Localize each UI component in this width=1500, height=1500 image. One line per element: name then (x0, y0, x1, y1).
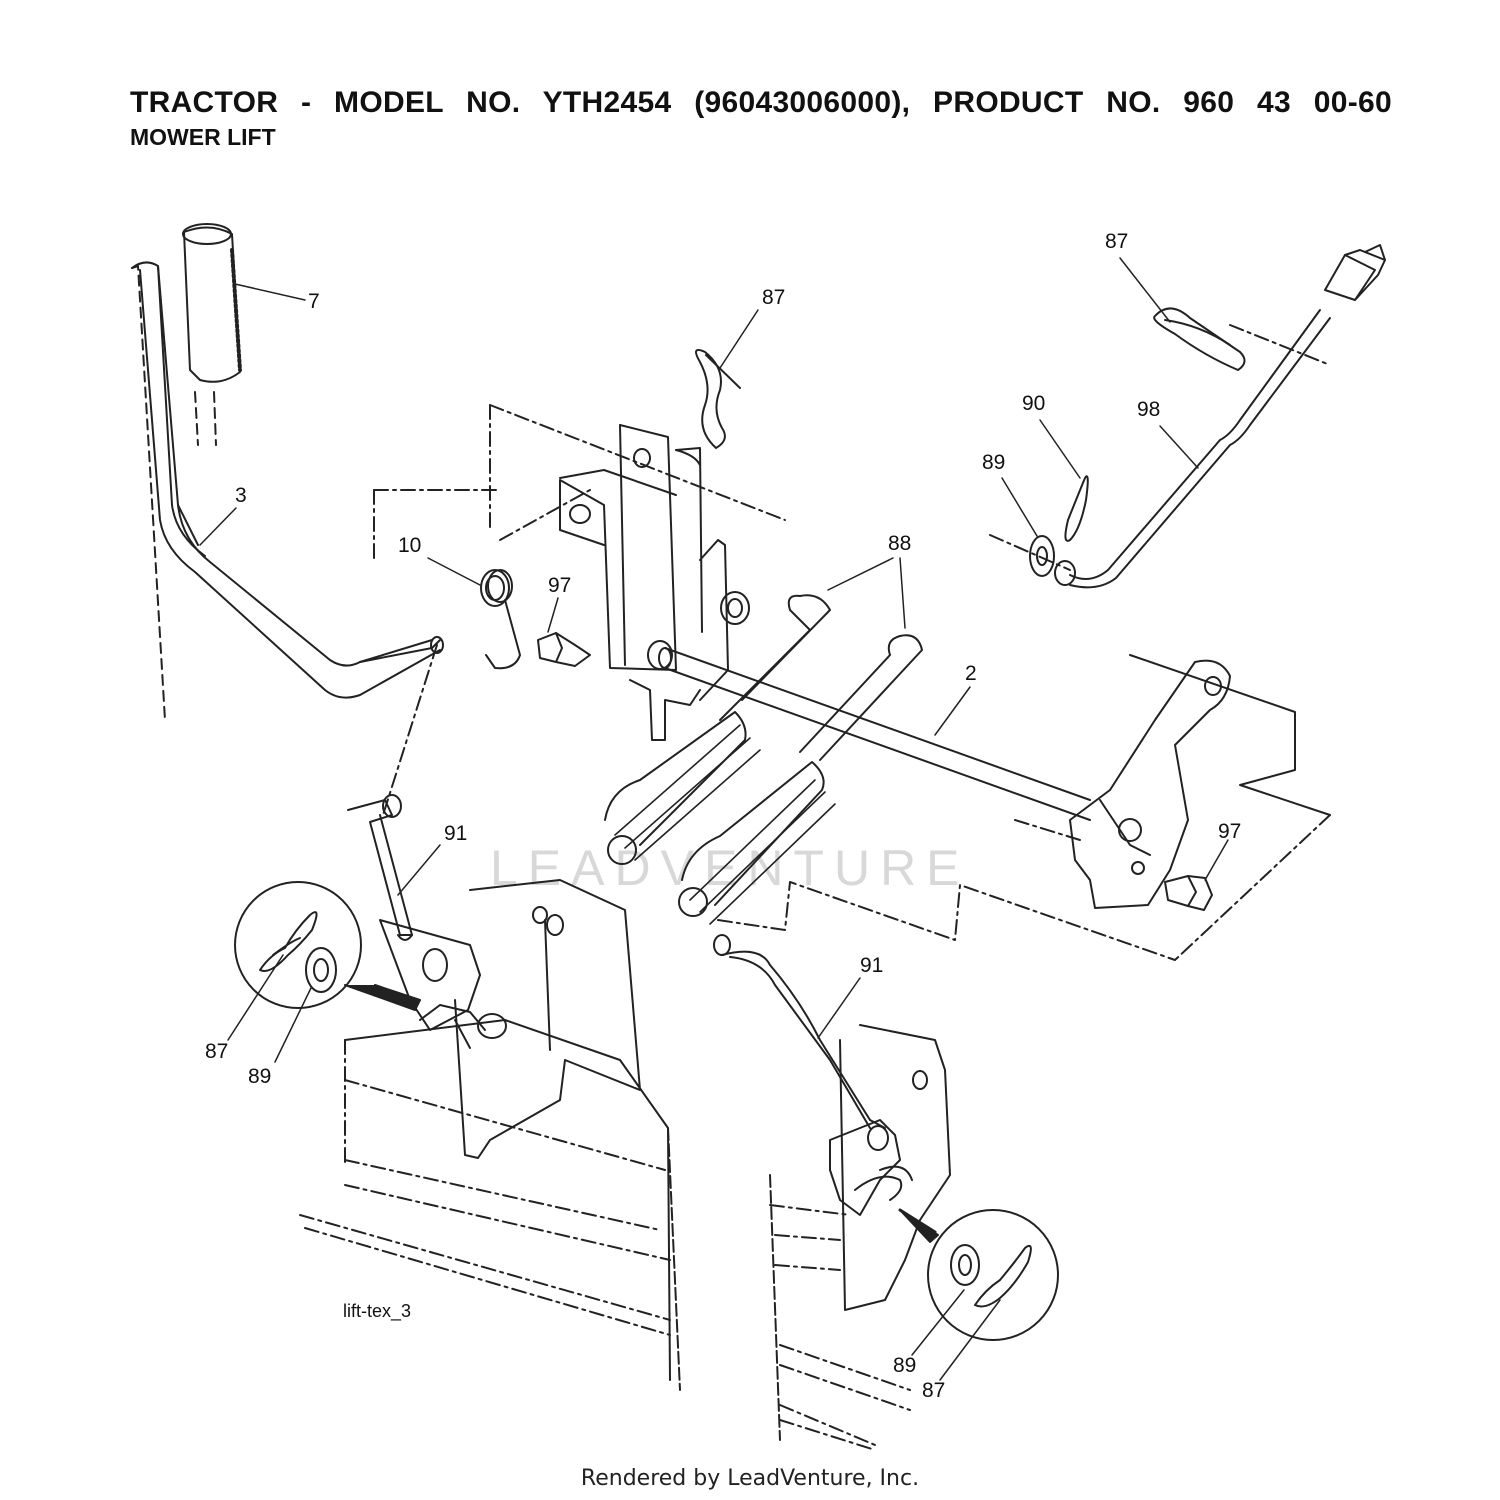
footer-credit: Rendered by LeadVenture, Inc. (580, 1466, 920, 1491)
hairpin-clip-part-87-top-center (695, 349, 741, 449)
callout-7: 7 (308, 290, 320, 313)
washer-part-89-top (1029, 535, 1055, 577)
detail-circle-right (898, 1208, 1059, 1341)
callout-87-left-detail: 87 (205, 1040, 228, 1063)
callout-87-top-right: 87 (1105, 230, 1128, 253)
callout-89-right-detail: 89 (893, 1354, 916, 1377)
break-line (717, 881, 1176, 961)
leader-lines (199, 257, 1229, 1381)
rod-part-98 (1054, 244, 1386, 589)
lift-link-part-91-left (347, 794, 507, 1049)
callout-2: 2 (965, 662, 977, 685)
detail-circle-left (234, 881, 421, 1011)
centerline (382, 644, 438, 816)
hairpin-clip-part-87-top-right (1153, 307, 1246, 371)
deck-bracket-right (769, 1024, 951, 1451)
callout-98: 98 (1137, 398, 1160, 421)
callout-87-right-detail: 87 (922, 1379, 945, 1402)
lift-shaft-part-2 (658, 647, 1091, 821)
page-title: TRACTOR - MODEL NO. YTH2454 (96043006000… (130, 86, 1392, 119)
callout-10: 10 (398, 534, 421, 557)
callout-89-top: 89 (982, 451, 1005, 474)
deck-bracket-left (299, 879, 681, 1391)
pivot-arm-bracket (1014, 654, 1331, 961)
callout-88: 88 (888, 532, 911, 555)
grip-part-7 (182, 223, 242, 446)
callout-97-right: 97 (1218, 820, 1241, 843)
bolt-part-97-right (1164, 875, 1213, 911)
extension-springs-part-88 (604, 594, 923, 925)
mounting-bracket (489, 404, 786, 741)
callout-labels: 7 3 10 97 87 88 2 87 90 89 98 97 91 87 8… (205, 230, 1241, 1402)
reference-code: lift-tex_3 (343, 1301, 411, 1322)
lift-link-part-91-right (713, 934, 913, 1216)
callout-87-top-center: 87 (762, 286, 785, 309)
clip-part-90 (1064, 475, 1089, 542)
callout-3: 3 (235, 484, 247, 507)
callout-91-right: 91 (860, 954, 883, 977)
callout-91-left: 91 (444, 822, 467, 845)
torsion-spring-part-10 (480, 569, 521, 670)
callout-97-left: 97 (548, 574, 571, 597)
callout-89-left-detail: 89 (248, 1065, 271, 1088)
bolt-part-97-left (537, 632, 591, 667)
watermark-text: LEADVENTURE (490, 840, 970, 896)
lift-handle-part-3 (131, 261, 444, 721)
callout-90: 90 (1022, 392, 1045, 415)
page-subtitle: MOWER LIFT (130, 124, 276, 150)
